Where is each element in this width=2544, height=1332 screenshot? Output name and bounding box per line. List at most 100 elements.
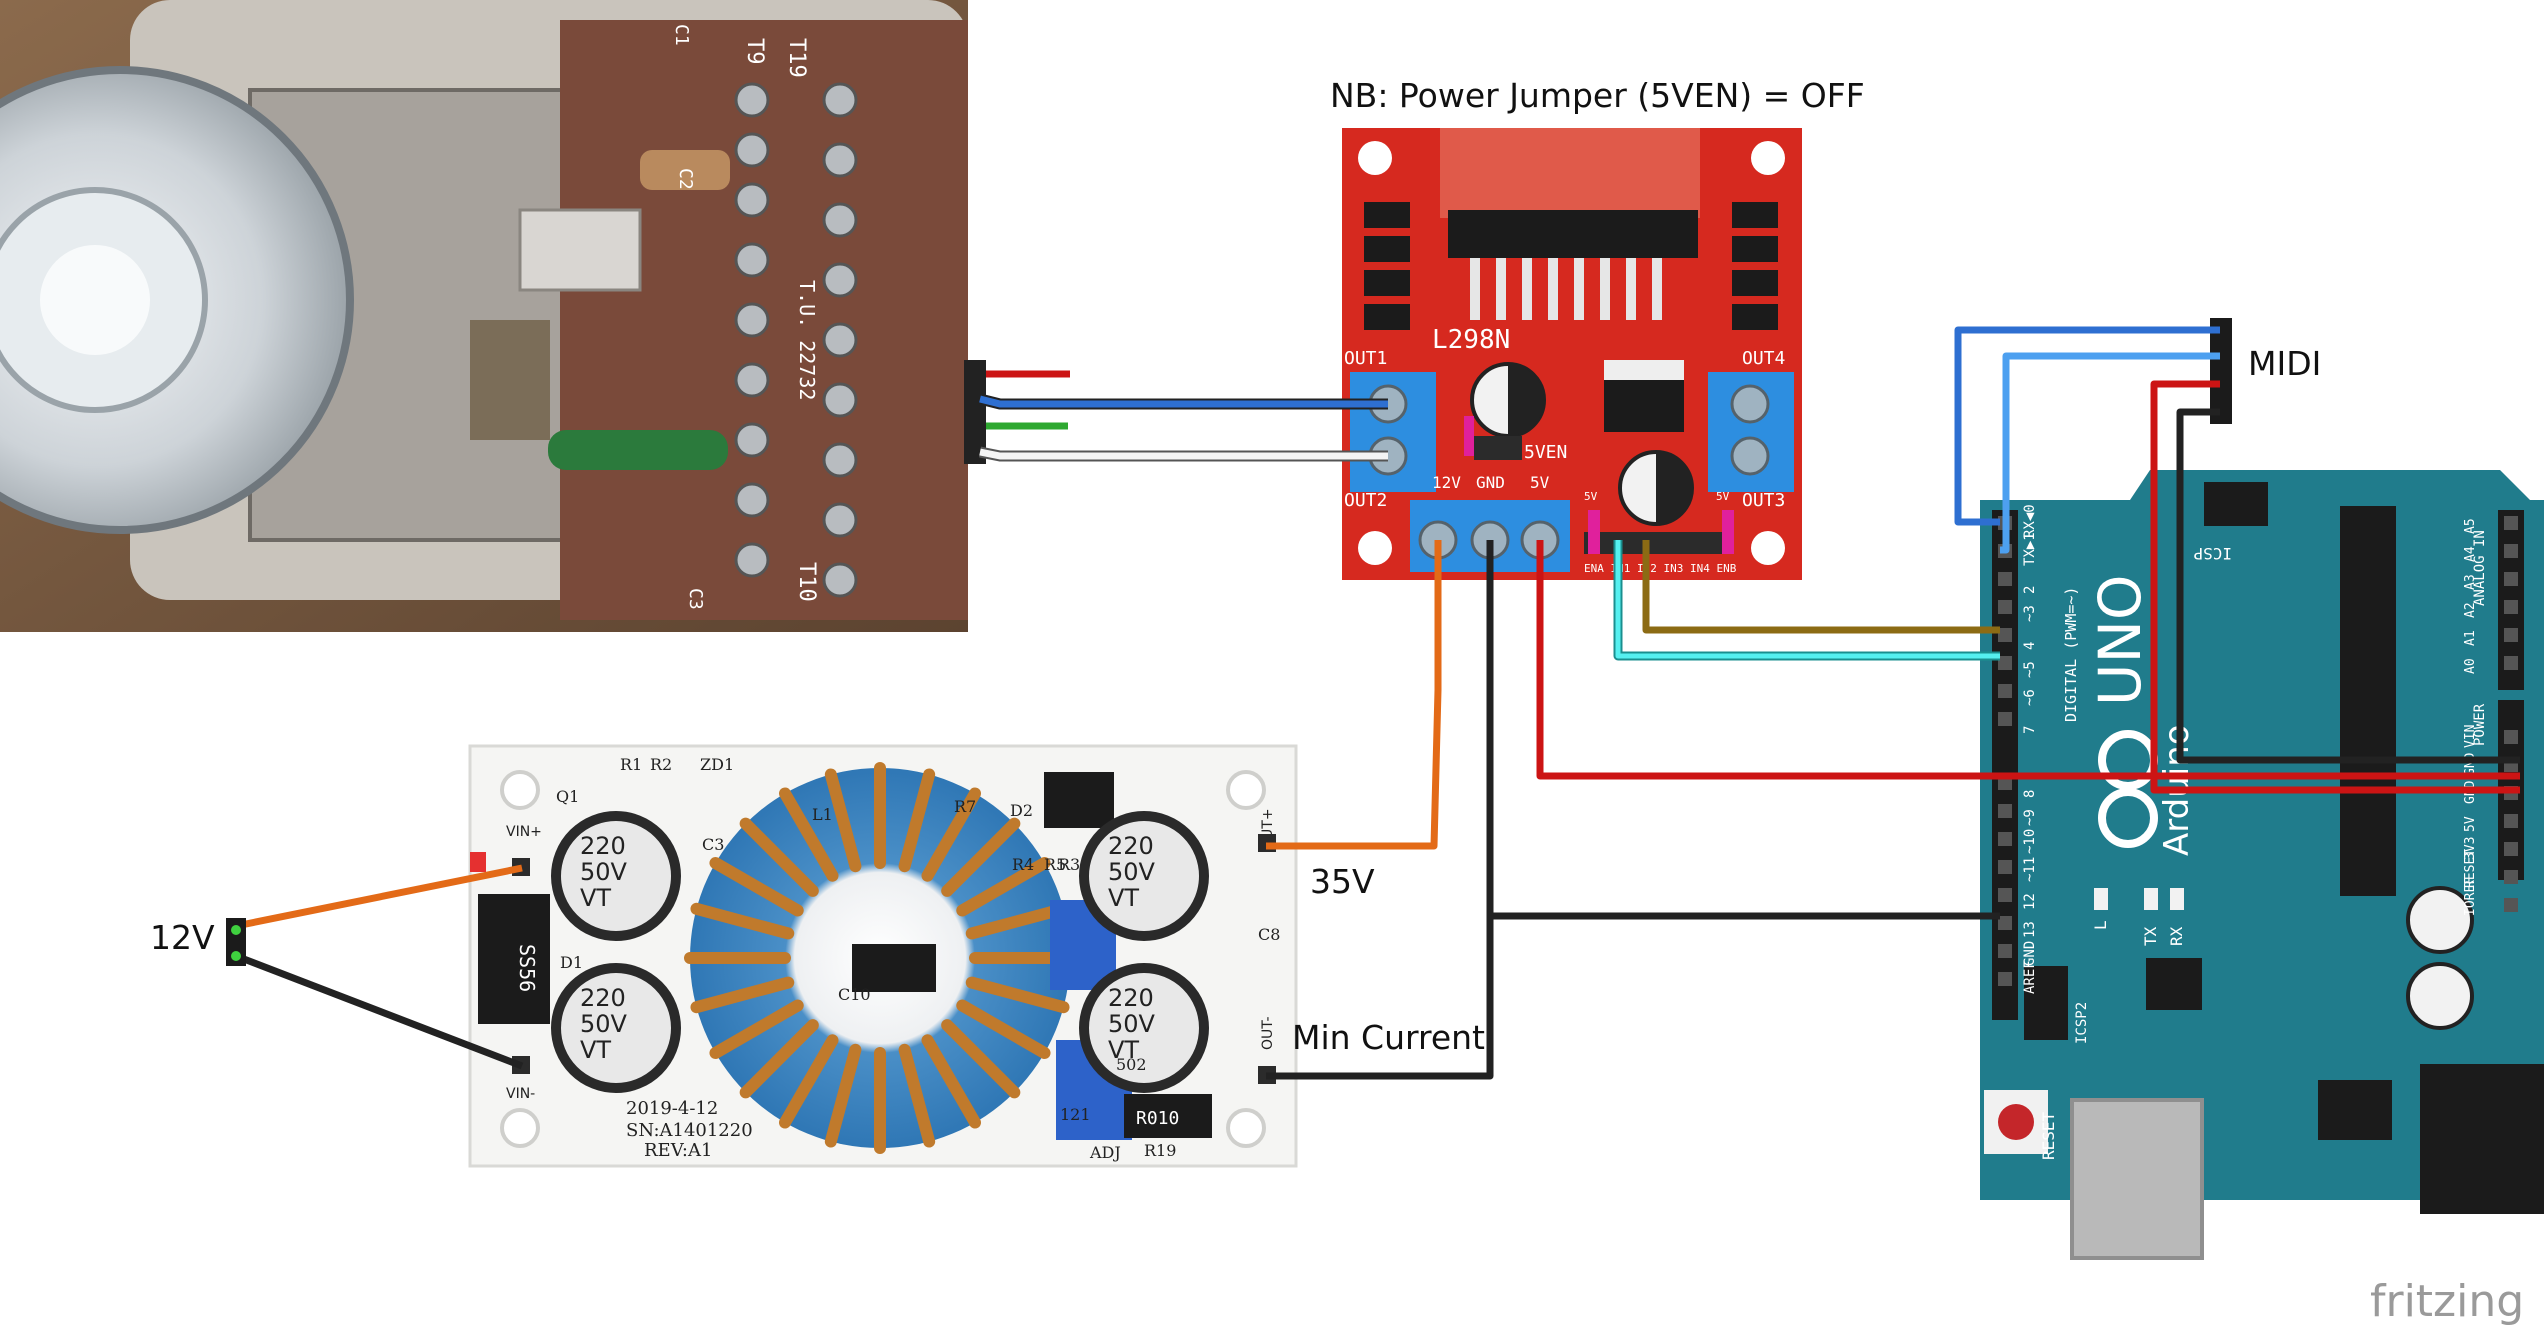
silkscreen-mark: ADJ	[1089, 1143, 1121, 1162]
wire-12v-to-out-plus	[1266, 540, 1442, 850]
silkscreen-mark: R5	[1044, 855, 1066, 874]
chip-leg	[1574, 258, 1584, 320]
chip-leg	[1626, 258, 1636, 320]
terminal-screw	[734, 182, 770, 218]
phone-label-tu: T.U. 22732	[795, 280, 819, 400]
digital-pin-label: TX▶1	[2022, 532, 2038, 566]
midi-header	[2210, 318, 2232, 424]
r010-label: R010	[1136, 1108, 1179, 1129]
coil-winding	[709, 999, 804, 1059]
wire-phone-to-out2	[979, 448, 1388, 460]
terminal-screw	[822, 82, 858, 118]
diode	[1364, 202, 1410, 228]
right-pin-label: A4	[2463, 546, 2478, 562]
l-led	[2094, 888, 2108, 910]
header-pin	[1998, 712, 2012, 726]
5ven-jumper-header	[1474, 436, 1522, 460]
fritzing-logo: fritzing	[2370, 1276, 2525, 1327]
arduino-uno-board: RESET ICSP ICSP2 DIGITAL (PWM=~) ANALOG …	[1980, 470, 2544, 1260]
capacitor-body	[551, 811, 681, 941]
vin-plus-pad	[470, 852, 486, 872]
diode	[1364, 304, 1410, 330]
rotary-phone-photo: T9 T19 C1 C2 T10 T.U. 22732 C3	[0, 0, 1070, 632]
atmega-chip	[2340, 506, 2396, 896]
silkscreen-mark: 502	[1116, 1055, 1147, 1074]
terminal-screw	[822, 142, 858, 178]
wire-12v-to-vin-plus	[235, 864, 523, 930]
mount-hole	[1751, 531, 1785, 565]
terminal-screw	[734, 132, 770, 168]
mount-hole	[1751, 141, 1785, 175]
coil-winding	[921, 1034, 981, 1129]
capacitor-label: 50V	[1108, 858, 1156, 886]
terminal-screw	[822, 262, 858, 298]
digital-pin-label: 2	[2022, 586, 2038, 594]
capacitor-label: VT	[1108, 1036, 1139, 1064]
power-5v-label: 5V	[1530, 473, 1550, 492]
phone-terminal-screws	[734, 82, 858, 598]
coil-winding	[965, 902, 1070, 940]
l-label: L	[2091, 920, 2110, 930]
tx-label: TX	[2141, 926, 2160, 946]
right-pin-label: 3V3	[2463, 837, 2478, 860]
capacitor-label: 50V	[1108, 1010, 1156, 1038]
capacitor-label: VT	[1108, 884, 1139, 912]
sv-right-label: 5V	[1716, 490, 1730, 503]
header-pin	[1998, 572, 2012, 586]
terminal-screw	[734, 482, 770, 518]
chip-label: L298N	[1432, 325, 1510, 355]
coil-winding	[898, 1043, 936, 1148]
right-pin-label: IOREF	[2463, 877, 2478, 916]
enb-jumper	[1722, 510, 1734, 554]
reset-button[interactable]	[1998, 1104, 2034, 1140]
silkscreen-mark: R4	[1012, 855, 1034, 874]
coil-winding	[690, 902, 795, 940]
tx-led	[2144, 888, 2158, 910]
wire-5v-to-arduino-5v	[1536, 540, 2520, 780]
reset-label: RESET	[2039, 1111, 2058, 1160]
diode	[1732, 304, 1778, 330]
capacitor-label: 220	[1108, 832, 1154, 860]
dial-hub	[40, 245, 150, 355]
digital-pin-label: 4	[2022, 642, 2038, 650]
phone-label-c3: C3	[685, 588, 706, 610]
capacitor-stripe	[1508, 364, 1544, 436]
coil-winding	[779, 787, 839, 882]
digital-pin-label: ~5	[2022, 661, 2038, 678]
chip-leg	[1600, 258, 1610, 320]
35v-label: 35V	[1310, 862, 1375, 901]
silkscreen-mark: Q1	[556, 787, 579, 806]
coil-winding	[709, 857, 804, 917]
silkscreen-mark: R3	[1058, 855, 1080, 874]
terminal-screw	[822, 562, 858, 598]
terminal-screw	[734, 82, 770, 118]
terminal-screw	[1730, 384, 1770, 424]
terminal-screw	[734, 542, 770, 578]
mount-hole	[1226, 770, 1266, 810]
coil-winding	[941, 1019, 1021, 1099]
wire-phone-to-out1	[979, 395, 1388, 408]
phone-label-t19: T19	[784, 38, 809, 78]
icsp-label: ICSP	[2193, 544, 2232, 563]
header-pin	[2504, 870, 2518, 884]
mount-hole	[1358, 531, 1392, 565]
header-pin	[2504, 628, 2518, 642]
boost-converter: SS56 R010 VIN+ VIN- OUT+ OUT- 2019-4-12 …	[468, 744, 1298, 1168]
regulator-tab	[1604, 360, 1684, 380]
coil-winding	[965, 976, 1070, 1014]
digital-pin-label: 7	[2022, 726, 2038, 734]
control-pins-label: ENA IN1 IN2 IN3 IN4 ENB	[1584, 562, 1737, 575]
mount-hole	[1226, 1108, 1266, 1148]
midi-label: MIDI	[2248, 344, 2322, 383]
out1-label: OUT1	[1344, 348, 1387, 369]
mount-hole	[500, 1108, 540, 1148]
wire-12v-to-vin-minus	[234, 952, 524, 1070]
digital-pin-label: 12	[2022, 893, 2038, 910]
wire-in2-to-pin5	[1615, 540, 2000, 659]
header-pin	[1998, 804, 2012, 818]
big-capacitor	[2406, 886, 2474, 954]
coil-winding	[898, 768, 936, 873]
